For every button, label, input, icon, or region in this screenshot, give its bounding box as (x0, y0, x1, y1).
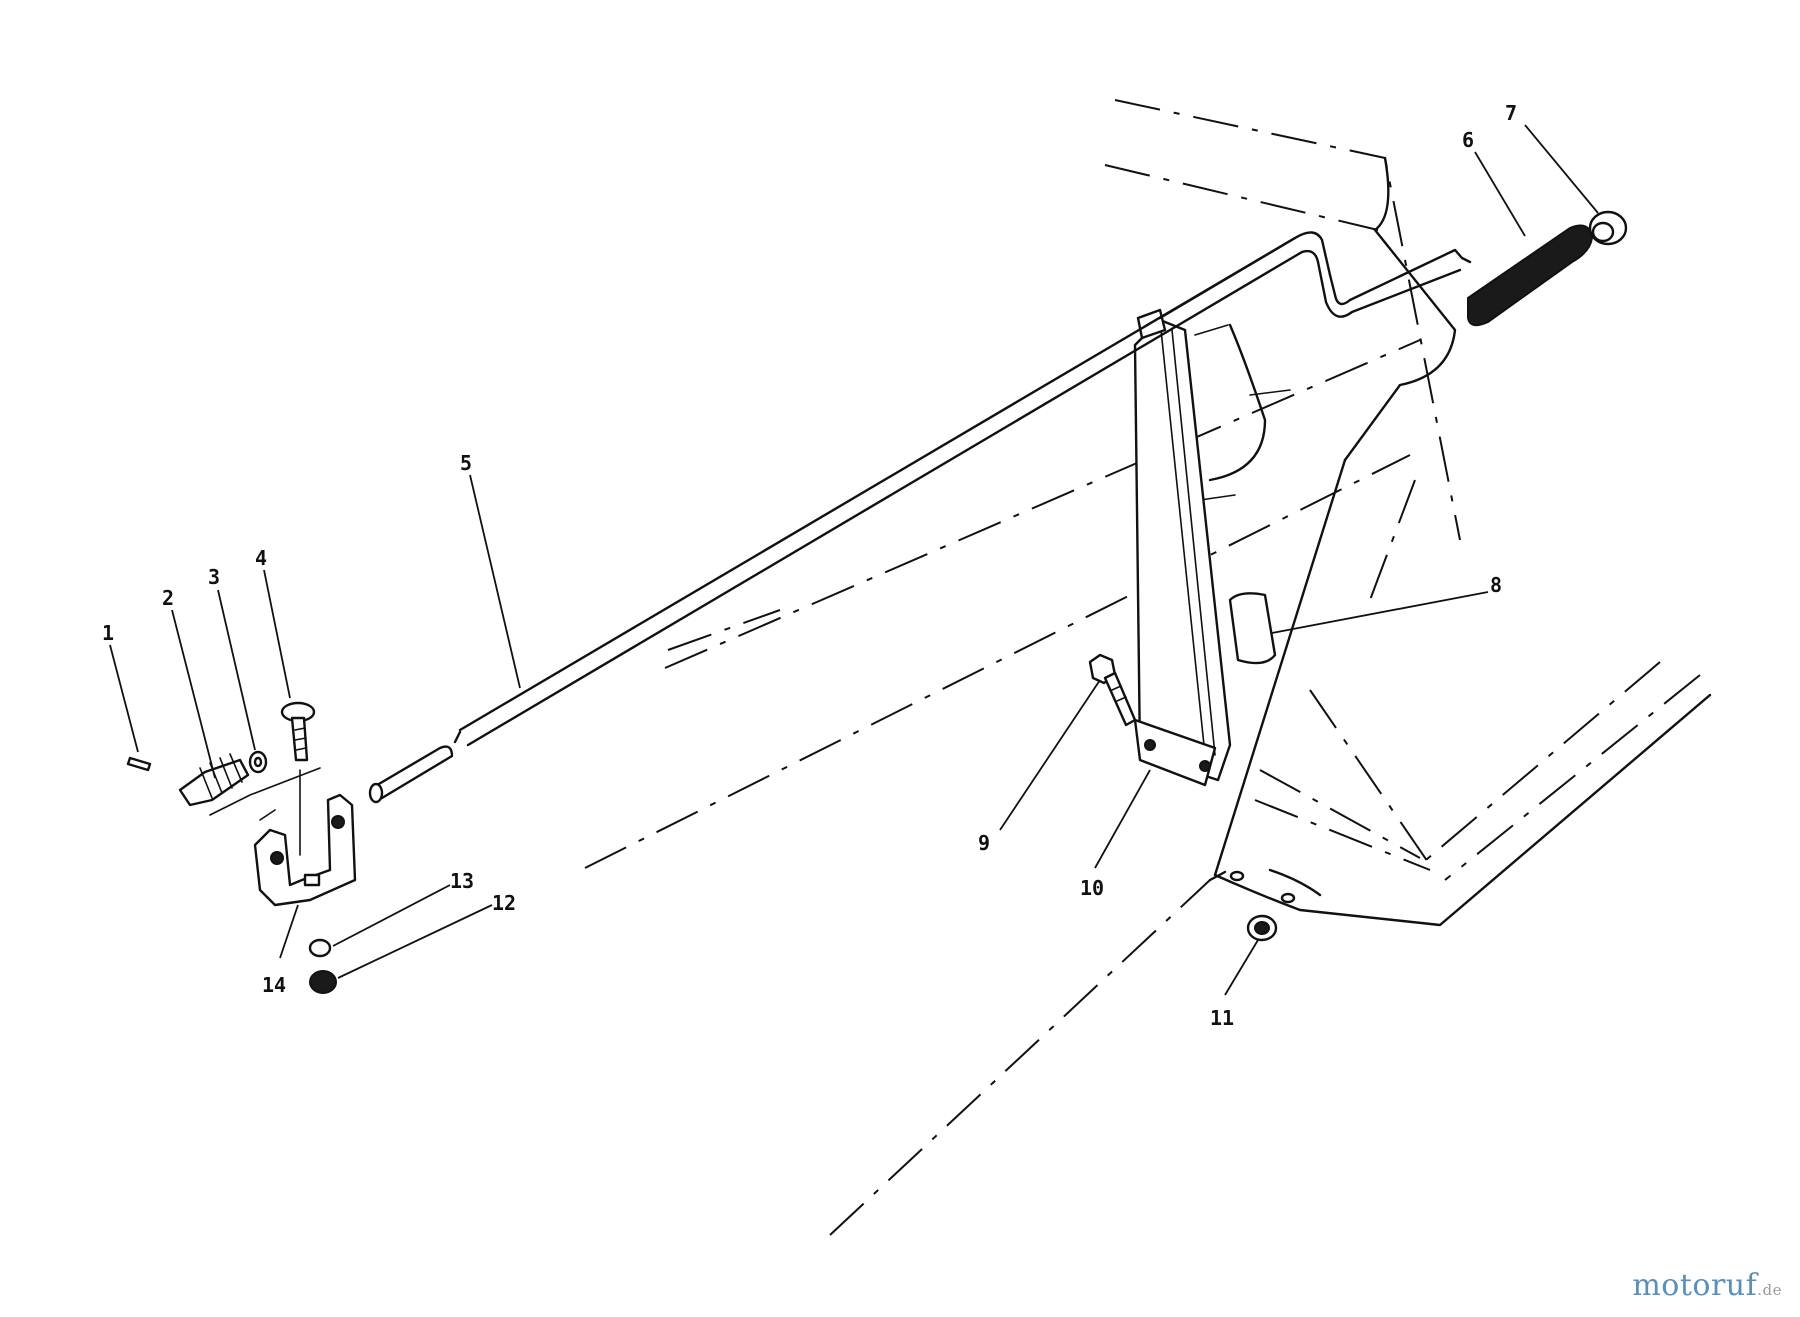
mounting-reference-lines (209, 767, 321, 856)
callout-leader-lines (109, 124, 1599, 996)
callout-11: 11 (1210, 1006, 1234, 1030)
part-5-shift-rod (458, 231, 1472, 747)
deck-mount-holes (1229, 870, 1296, 904)
callout-labels: 1 2 3 4 5 6 7 8 9 10 11 12 13 14 (102, 101, 1517, 1030)
deck-phantom-outline (584, 99, 1701, 1236)
part-6-grip (1467, 224, 1594, 327)
callout-13: 13 (450, 869, 474, 893)
watermark-main-text: motoruf (1632, 1268, 1758, 1303)
deck-frame-lines (1194, 156, 1712, 927)
site-watermark: motoruf.de (1632, 1268, 1782, 1303)
callout-7: 7 (1505, 101, 1517, 125)
part-8-decal (1228, 592, 1277, 665)
part-12-nut (309, 970, 337, 994)
callout-14: 14 (262, 973, 286, 997)
part-9-bolt (1088, 653, 1137, 727)
callout-3: 3 (208, 565, 220, 589)
part-2-spring (178, 753, 250, 807)
part-14-u-bracket (253, 793, 357, 907)
part-13-lock-washer (308, 938, 332, 958)
rod-end-section (368, 730, 462, 804)
callout-8: 8 (1490, 573, 1502, 597)
part-3-washer (248, 750, 268, 774)
watermark-suffix-text: .de (1757, 1281, 1782, 1299)
callout-4: 4 (255, 546, 267, 570)
callout-12: 12 (492, 891, 516, 915)
part-10-upright-bracket (1133, 308, 1232, 787)
callout-2: 2 (162, 586, 174, 610)
callout-9: 9 (978, 831, 990, 855)
callout-5: 5 (460, 451, 472, 475)
part-11-nut (1246, 914, 1278, 942)
callout-10: 10 (1080, 876, 1104, 900)
callout-6: 6 (1462, 128, 1474, 152)
part-1-pin (126, 756, 152, 772)
part-7-cap (1588, 210, 1628, 246)
callout-1: 1 (102, 621, 114, 645)
part-4-carriage-bolt (280, 701, 316, 762)
